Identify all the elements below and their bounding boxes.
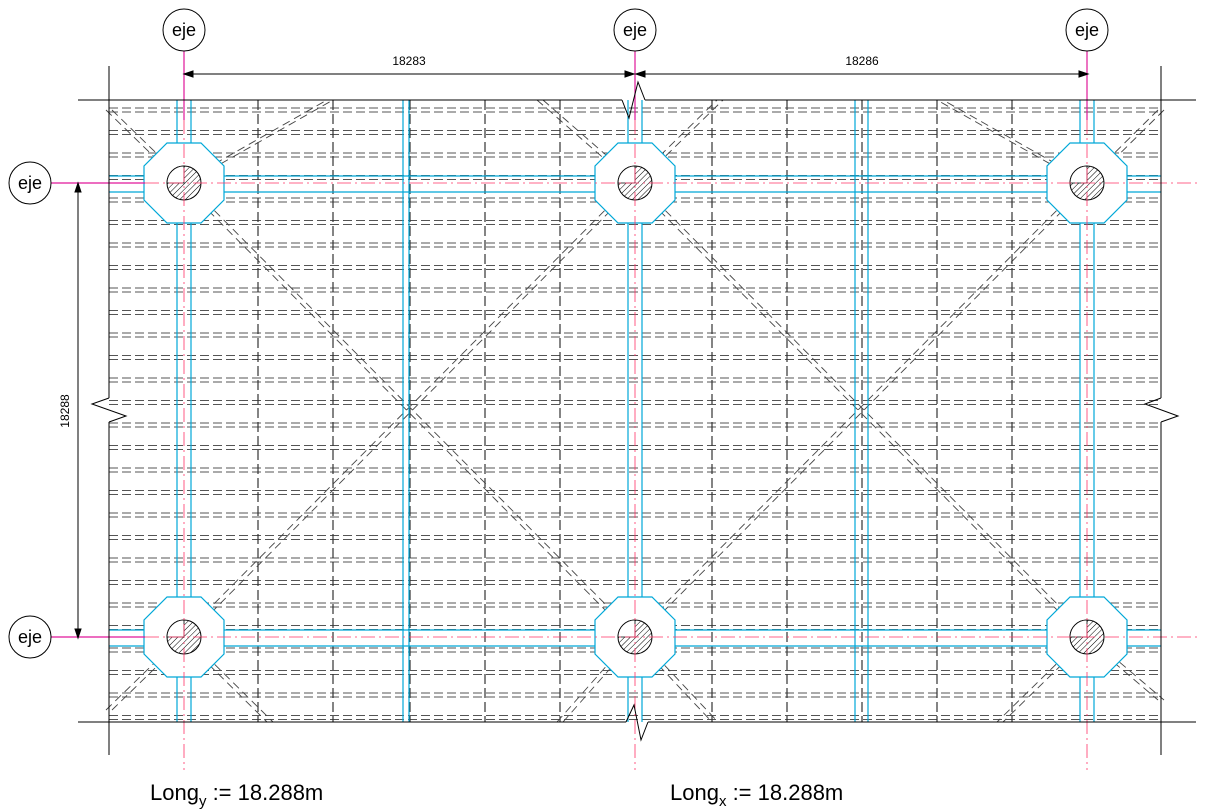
dimension-x-right [634, 70, 1090, 78]
bracing-line [186, 182, 639, 638]
bracing-line [631, 182, 1085, 638]
formula-long-x: Longx := 18.288m [670, 780, 843, 810]
formula-long-y-value: := 18.288m [206, 780, 324, 805]
column-section-quadrant [1069, 165, 1088, 184]
axis-bubble-label: eje [18, 627, 42, 647]
column-section-quadrant [617, 165, 636, 184]
formula-long-x-sub: x [718, 793, 727, 810]
slab-outline [78, 66, 1196, 755]
formula-long-y-sub: y [198, 793, 207, 810]
dimension-x-left [182, 70, 636, 78]
bracing-line [1089, 109, 1165, 184]
dimension-y-label: 18288 [58, 394, 72, 428]
dimension-y [74, 181, 82, 640]
axis-bubble-top-1: eje [162, 8, 206, 52]
bracing-line [637, 182, 1091, 638]
bracing-line [1083, 109, 1159, 184]
column-group [143, 142, 1128, 678]
axis-bubble-label: eje [18, 173, 42, 193]
axis-bubble-top-2: eje [613, 8, 657, 52]
bracing-line [180, 182, 633, 638]
bracing-line [637, 182, 1091, 638]
axis-bubble-top-3: eje [1065, 8, 1109, 52]
column-section-quadrant [166, 165, 185, 184]
bracing-line [105, 109, 182, 184]
dimension-x-right-label: 18286 [845, 54, 879, 68]
axis-bubble-label: eje [172, 20, 196, 40]
dimension-x-left-label: 18283 [392, 54, 426, 68]
formula-long-y: Longy := 18.288m [150, 780, 323, 810]
axis-lines [51, 51, 1200, 770]
formula-long-x-value: := 18.288m [726, 780, 844, 805]
axis-bubble-label: eje [623, 20, 647, 40]
formula-long-x-base: Long [670, 780, 719, 805]
axis-bubble-label: eje [1075, 20, 1099, 40]
bracing-line [111, 109, 188, 184]
bracing-line [111, 636, 188, 711]
bracing-line [631, 182, 1085, 638]
axis-bubble-left-1: eje [8, 161, 52, 205]
axis-bubble-left-2: eje [8, 615, 52, 659]
formula-long-y-base: Long [150, 780, 199, 805]
bracing-line [105, 636, 182, 711]
